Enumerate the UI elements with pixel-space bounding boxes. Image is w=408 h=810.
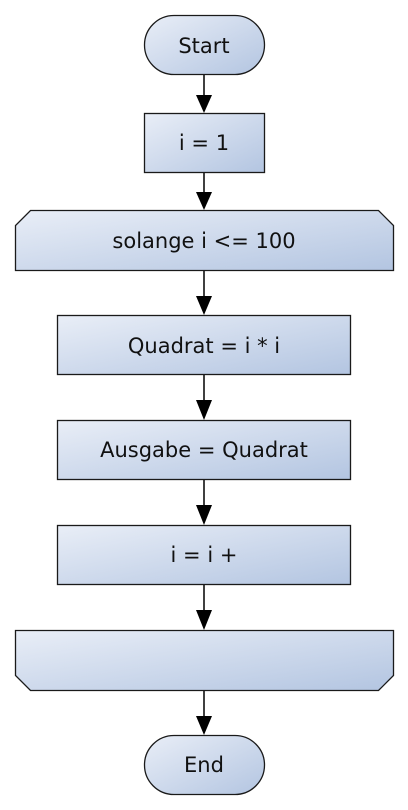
arrow-output-to-increment [196,480,212,525]
output-label: Ausgabe = Quadrat [100,438,308,462]
arrow-loop-to-square [196,270,212,315]
square-process-node: Quadrat = i * i [56,314,352,376]
end-node: End [143,734,266,796]
loop-start-node: solange i <= 100 [14,209,395,272]
arrow-increment-to-loop-end [196,585,212,630]
arrow-loop-end-to-end [196,690,212,735]
end-label: End [184,753,224,777]
increment-label: i = i + [171,543,238,567]
start-label: Start [178,34,229,58]
init-process-node: i = 1 [143,112,266,174]
loop-end-node [14,629,395,692]
increment-process-node: i = i + [56,524,352,586]
output-process-node: Ausgabe = Quadrat [56,419,352,481]
start-node: Start [143,14,266,76]
connectors [196,75,212,735]
arrow-start-to-init [196,75,212,113]
arrow-square-to-output [196,375,212,420]
init-label: i = 1 [179,131,229,155]
loop-condition-label: solange i <= 100 [112,229,295,253]
arrow-init-to-loop [196,173,212,210]
square-label: Quadrat = i * i [128,334,280,358]
